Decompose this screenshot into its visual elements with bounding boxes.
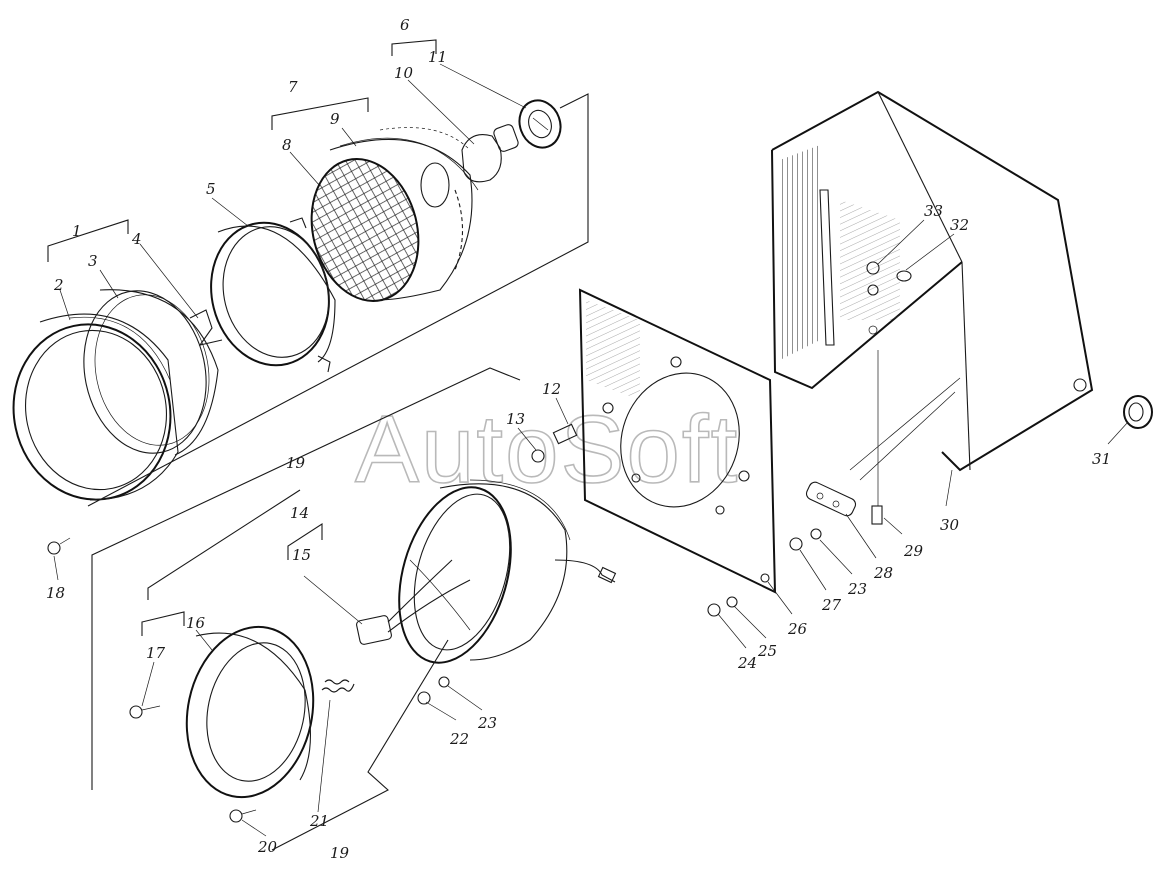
part-screw-29: [871, 350, 883, 525]
part-connector: [356, 559, 471, 645]
bracket-1: [47, 219, 129, 262]
callout-labels: 1 2 3 4 5 6 7 8 9 10 11 12 13 14 15 16 1…: [46, 16, 1111, 862]
part-outer-housing: [771, 90, 1094, 481]
group-outline-lower: [91, 367, 521, 790]
callout-23a: 23: [477, 714, 497, 732]
callout-16: 16: [186, 614, 206, 632]
callout-27: 27: [821, 596, 842, 614]
part-ring-inner: [83, 289, 219, 456]
callout-10: 10: [394, 64, 414, 82]
part-rim-outer: [12, 313, 179, 501]
callout-12: 12: [542, 380, 561, 398]
part-screw-24: [707, 596, 738, 617]
callout-13: 13: [506, 410, 525, 428]
callout-17: 17: [146, 644, 166, 662]
callout-7: 7: [288, 78, 298, 96]
callout-20: 20: [257, 838, 278, 856]
part-screw-20: [229, 809, 257, 823]
part-mounting-ring: [210, 217, 336, 373]
callout-6: 6: [400, 16, 410, 34]
part-screw-22: [417, 676, 450, 705]
callout-33: 33: [924, 202, 943, 220]
part-screw-18: [47, 537, 71, 555]
callout-24: 24: [737, 654, 757, 672]
callout-32: 32: [950, 216, 969, 234]
callout-14: 14: [290, 504, 309, 522]
group-outline-upper: [87, 93, 589, 507]
part-screw-27: [789, 528, 822, 551]
callout-5: 5: [206, 180, 216, 198]
part-bulb: [461, 124, 519, 183]
callout-11: 11: [428, 48, 447, 66]
callout-3: 3: [88, 252, 98, 270]
callout-21: 21: [309, 812, 329, 830]
callout-9: 9: [330, 110, 340, 128]
callout-2: 2: [53, 276, 64, 294]
callout-28: 28: [873, 564, 893, 582]
callout-23b: 23: [847, 580, 867, 598]
callout-25: 25: [757, 642, 777, 660]
callout-4: 4: [131, 230, 142, 248]
part-housing: [398, 479, 617, 664]
callout-30: 30: [940, 516, 960, 534]
leader-lines: [53, 63, 1129, 837]
part-retaining-ring: [185, 625, 315, 799]
part-spring: [321, 679, 355, 693]
callout-18: 18: [46, 584, 65, 602]
bracket-14: [287, 522, 323, 560]
part-clip: [189, 309, 223, 346]
callout-19a: 19: [286, 454, 306, 472]
bracket-7: [271, 97, 369, 130]
callout-1: 1: [72, 222, 82, 240]
callout-15: 15: [292, 546, 311, 564]
watermark-text: AutoSoft: [355, 396, 739, 503]
bracket-17: [141, 611, 185, 636]
callout-22: 22: [449, 730, 469, 748]
callout-8: 8: [282, 136, 292, 154]
part-bulb-socket: [518, 99, 562, 149]
part-grommet: [1123, 395, 1153, 429]
callout-31: 31: [1092, 450, 1111, 468]
part-sealed-beam: [310, 127, 479, 302]
callout-26: 26: [787, 620, 808, 638]
callout-29: 29: [903, 542, 924, 560]
callout-19b: 19: [330, 844, 350, 862]
bracket-6: [391, 39, 437, 56]
part-mounting-plate: [578, 288, 777, 594]
part-screw-17: [129, 705, 161, 719]
part-screw-13: [531, 449, 545, 463]
part-terminal-block: [805, 481, 857, 517]
part-screw-12: [552, 423, 578, 445]
